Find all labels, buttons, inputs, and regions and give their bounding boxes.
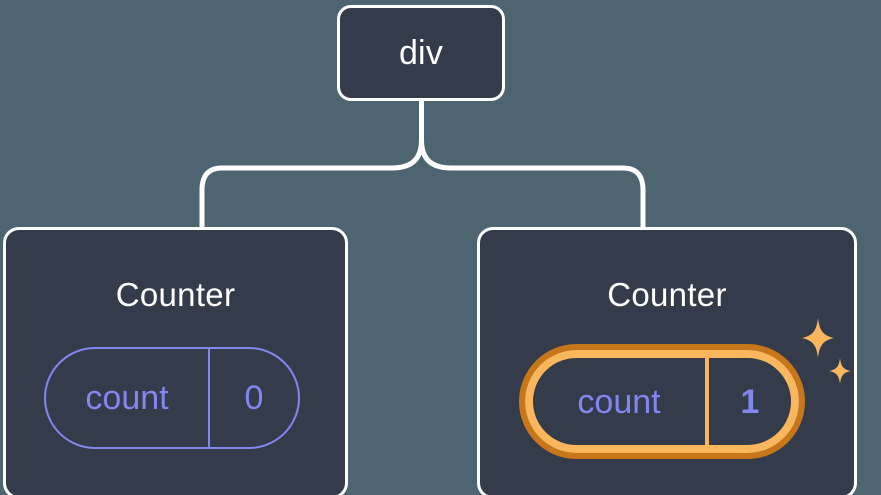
node-counter-left-label: Counter: [115, 276, 236, 313]
sparkle-large-icon: [802, 318, 834, 358]
state-pill-left[interactable]: count 0: [44, 347, 300, 449]
state-value-right: 1: [705, 358, 791, 445]
node-counter-right-label: Counter: [607, 276, 727, 313]
connector-branch-right: [419, 137, 646, 232]
connector-branch-left: [199, 137, 424, 232]
node-div-label: div: [398, 34, 444, 72]
state-pill-right-body: count 1: [525, 350, 799, 453]
state-key-left: count: [85, 379, 169, 417]
sparkle-small-icon: [829, 358, 851, 384]
state-pill-right-highlight-ring: count 1: [519, 344, 805, 459]
sparkle-group: [802, 318, 851, 384]
state-pill-left-body: count 0: [44, 347, 300, 449]
state-pill-right[interactable]: count 1: [519, 344, 805, 459]
state-value-left: 0: [208, 349, 298, 447]
state-key-right: count: [577, 382, 661, 421]
node-div[interactable]: div: [337, 5, 505, 101]
